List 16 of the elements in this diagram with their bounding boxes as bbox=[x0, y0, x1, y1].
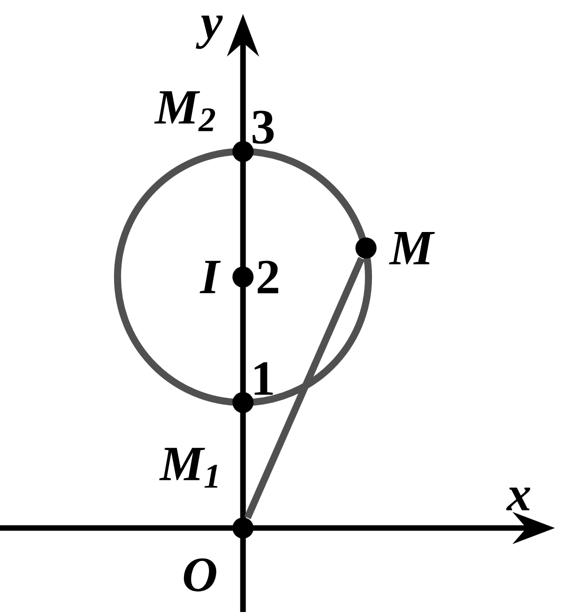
tick-label: 1 bbox=[254, 362, 273, 395]
node-label: M bbox=[389, 232, 435, 264]
line-segment bbox=[244, 256, 365, 520]
tick-label: 3 bbox=[252, 110, 274, 144]
node-label: M$_{2}$ bbox=[154, 91, 216, 132]
point: M$_{2}$ bbox=[154, 91, 254, 162]
axis-label: y bbox=[196, 16, 223, 49]
axis-label: x bbox=[506, 488, 530, 510]
node-label: M$_{1}$ bbox=[159, 448, 218, 488]
node-label: I bbox=[200, 260, 221, 294]
point: O bbox=[184, 517, 254, 592]
tick-label: 2 bbox=[258, 260, 278, 294]
point: I bbox=[200, 260, 254, 294]
point: M bbox=[355, 232, 435, 264]
point: M$_{1}$ bbox=[159, 392, 254, 488]
node-label: O bbox=[184, 558, 216, 592]
